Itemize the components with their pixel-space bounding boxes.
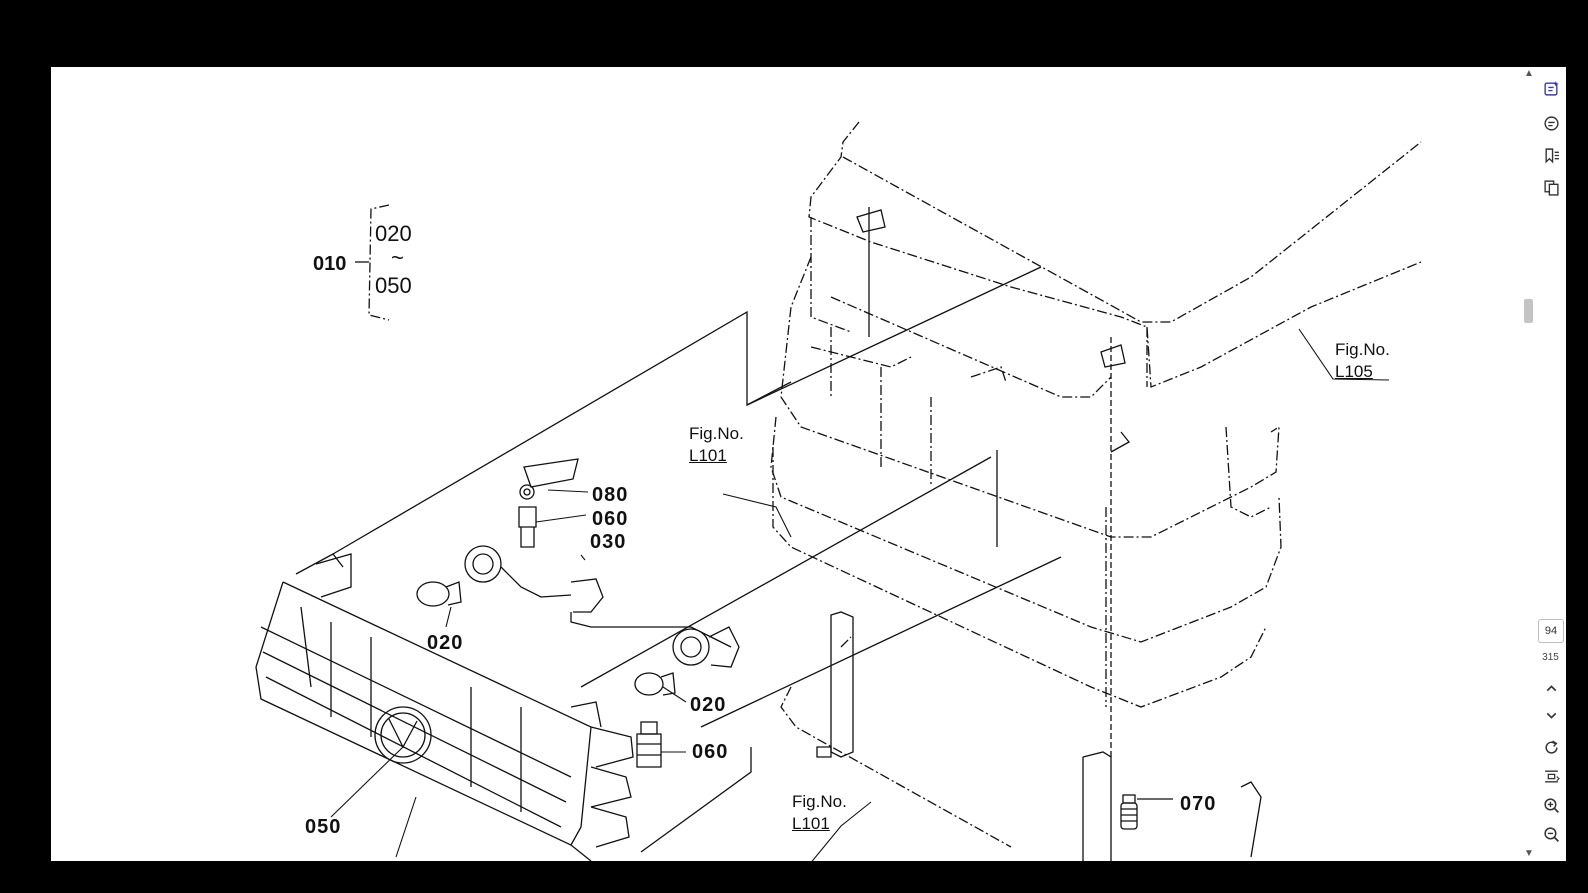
right-toolbar	[1537, 67, 1566, 861]
headlight-assembly	[255, 553, 634, 861]
hood-outline	[808, 121, 1422, 388]
page-total-count: 315	[1542, 652, 1559, 663]
figure-prefix: Fig.No.	[792, 792, 847, 811]
part-label-060: 060	[592, 508, 629, 530]
bolt-070	[1120, 794, 1173, 830]
fit-page-icon[interactable]	[1540, 765, 1563, 788]
bookmark-list-icon[interactable]	[1540, 144, 1563, 167]
scrollbar-thumb[interactable]	[1524, 299, 1533, 323]
group-tilde: ~	[391, 245, 404, 270]
scroll-up-arrow-icon[interactable]: ▲	[1524, 68, 1534, 79]
rotate-icon[interactable]	[1540, 736, 1563, 759]
part-label-030: 030	[590, 531, 627, 553]
figure-prefix: Fig.No.	[689, 424, 744, 443]
part-label-070: 070	[1180, 793, 1217, 815]
grille-frame	[770, 256, 1282, 708]
zoom-out-icon[interactable]	[1540, 823, 1563, 846]
document-page: 010 020 ~ 050 080 060 030 020 020 060 05…	[51, 67, 1537, 861]
part-label-020: 020	[690, 694, 727, 716]
vertical-scrollbar[interactable]: ▲ ▼	[1522, 67, 1536, 861]
parts-diagram	[255, 121, 1422, 861]
page-number-input[interactable]: 94	[1538, 619, 1564, 643]
figure-reference-l101: Fig.No. L101	[689, 423, 744, 467]
page-down-icon[interactable]	[1540, 704, 1563, 727]
group-from-label: 020	[375, 221, 412, 246]
figure-prefix: Fig.No.	[1335, 340, 1390, 359]
hood-brackets	[856, 209, 1130, 453]
annotation-icon[interactable]	[1540, 112, 1563, 135]
figure-code: L101	[689, 446, 727, 465]
page-thumbnails-icon[interactable]	[1540, 176, 1563, 199]
figure-code: L101	[792, 814, 830, 833]
figure-code: L105	[1335, 362, 1373, 381]
page-up-icon[interactable]	[1540, 677, 1563, 700]
figure-reference-l105: Fig.No. L105	[1335, 339, 1390, 383]
base-plate	[780, 636, 1012, 848]
zoom-in-icon[interactable]	[1540, 794, 1563, 817]
figure-reference-l101-bottom: Fig.No. L101	[792, 791, 847, 835]
bulb-harness	[416, 458, 740, 768]
part-label-020: 020	[427, 632, 464, 654]
leader-lines	[330, 328, 1390, 861]
ai-assistant-icon[interactable]	[1540, 77, 1563, 100]
part-label-050: 050	[305, 816, 342, 838]
part-label-080: 080	[592, 484, 629, 506]
part-label-060: 060	[692, 741, 729, 763]
group-to-label: 050	[375, 273, 412, 298]
group-id-label: 010	[313, 253, 347, 275]
scroll-down-arrow-icon[interactable]: ▼	[1524, 848, 1534, 859]
